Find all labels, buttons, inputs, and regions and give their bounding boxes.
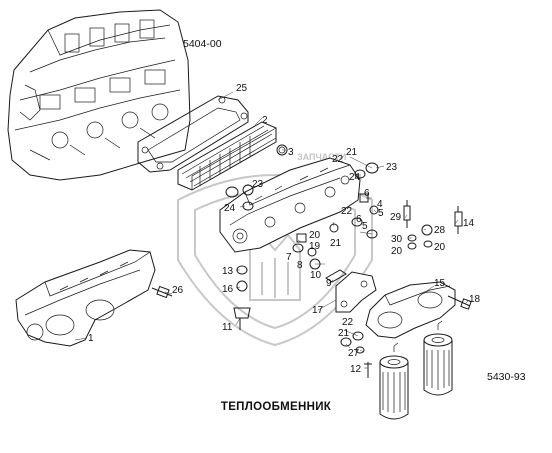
ref-code-5404: 5404-00 [183, 38, 222, 50]
part-27 [355, 346, 365, 354]
callout-label: 12 [350, 364, 362, 375]
leader-lines [74, 91, 470, 369]
bolt-18 [447, 295, 472, 310]
callout-label: 7 [286, 252, 292, 263]
washer-20a [407, 242, 417, 250]
oil-cooler-housing-1 [15, 249, 156, 347]
filter-head-15 [365, 281, 456, 339]
callout-label: 16 [222, 284, 234, 295]
callout-label: 6 [356, 214, 362, 225]
callout-label: 21 [346, 147, 358, 158]
callout-label: 5 [362, 221, 368, 232]
callout-label: 13 [222, 266, 234, 277]
gasket-25 [137, 95, 249, 173]
callout-label: 6 [364, 188, 370, 199]
callout-label: 8 [297, 260, 303, 271]
sensor-14 [454, 206, 463, 234]
callout-label: 25 [236, 83, 248, 94]
part-22-lower [352, 331, 364, 341]
callout-label: 21 [338, 328, 350, 339]
bolt-26 [151, 285, 173, 299]
callout-label: 4 [377, 199, 383, 210]
callout-label: 10 [310, 270, 322, 281]
callout-numbers: 25 2 3 21 22 23 24 6 4 5 23 24 22 6 5 21… [88, 83, 481, 375]
sensor-29 [403, 200, 411, 228]
part-12 [364, 362, 372, 378]
callout-label: 22 [332, 154, 344, 165]
callout-label: 9 [326, 278, 332, 289]
oil-filter-left [379, 342, 409, 420]
callout-label: 1 [88, 333, 94, 344]
callout-label: 23 [252, 179, 264, 190]
callout-label: 5 [378, 208, 384, 219]
plug-28 [421, 224, 433, 236]
seal-ring-3 [276, 144, 288, 156]
callout-label: 21 [330, 238, 342, 249]
callout-label: 28 [434, 225, 446, 236]
oil-filter-housing-center [219, 157, 361, 253]
callout-label: 14 [463, 218, 475, 229]
callout-label: 19 [309, 241, 321, 252]
callout-label: 17 [312, 305, 324, 316]
watermark-text: ЗАПЧАСТИ [297, 152, 346, 162]
engine-block [7, 9, 191, 181]
callout-label: 22 [341, 206, 353, 217]
callout-label: 30 [391, 234, 403, 245]
ref-code-5430: 5430-93 [487, 371, 526, 383]
callout-label: 3 [288, 147, 294, 158]
callout-label: 18 [469, 294, 481, 305]
part-21-lower [340, 337, 352, 347]
callout-label: 29 [390, 212, 402, 223]
callout-label: 26 [172, 285, 184, 296]
callout-label: 11 [222, 322, 233, 333]
bracket-17 [335, 271, 377, 313]
callout-label: 20 [391, 246, 403, 257]
callout-label: 2 [262, 115, 268, 126]
callout-label: 20 [434, 242, 446, 253]
callout-label: 20 [309, 230, 321, 241]
washer-20b [423, 240, 433, 248]
callout-label: 23 [386, 162, 398, 173]
callout-label: 24 [349, 172, 361, 183]
heat-exchanger-core-2 [177, 121, 277, 191]
diagram-title: ТЕПЛООБМЕННИК [220, 401, 332, 413]
callout-label: 22 [342, 317, 354, 328]
oil-filter-right [423, 320, 453, 396]
callout-label: 24 [224, 203, 236, 214]
callout-label: 27 [348, 348, 360, 359]
callout-label: 15 [434, 278, 446, 289]
